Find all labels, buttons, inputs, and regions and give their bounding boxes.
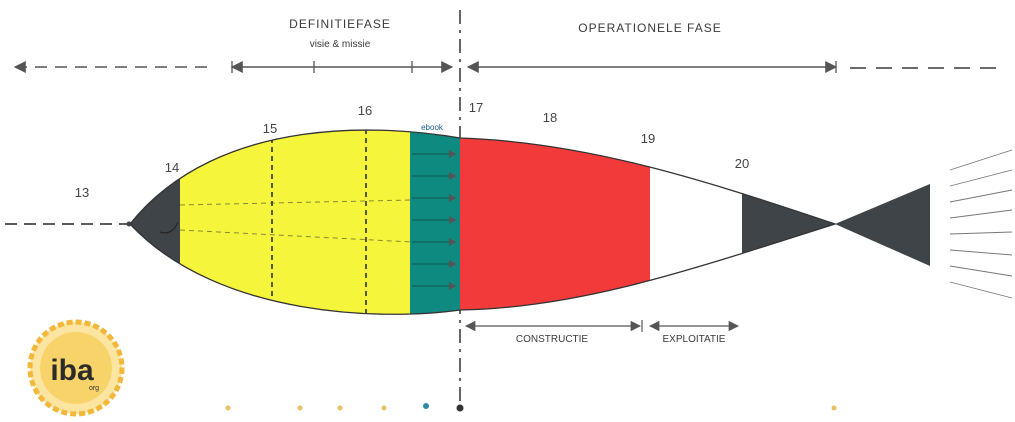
segment-label-13: 13 [75,185,89,200]
phase-left-label: DEFINITIEFASE [289,17,391,31]
phase-left-sublabel: visie & missie [310,39,371,50]
bottom-dot [381,405,387,411]
segment-head [130,130,180,315]
exploitation-label: EXPLOITATIE [663,334,726,345]
bottom-dot [225,405,231,411]
bottom-dot-teal [423,403,429,409]
segment-label-15: 15 [263,121,277,136]
segment-label-16: 16 [358,103,372,118]
tail-fin [835,184,930,266]
logo-subtext: org [89,385,99,392]
segment-label-17: 17 [469,100,483,115]
teal-arrow-group [412,150,457,290]
segment-label-14: 14 [165,160,179,175]
yellow-dash-line [179,199,413,206]
construction-label: CONSTRUCTIE [516,334,589,345]
yellow-dash-line [179,229,413,243]
fish-mouth [159,221,179,234]
teal-band-label: ebook [421,123,444,132]
segment-label-19: 19 [641,131,655,146]
bottom-dot [297,405,303,411]
tail-rays [949,149,1013,299]
segment-tail-end [742,130,835,315]
segment-white [650,130,742,315]
divider-endpoint [456,404,464,412]
segment-label-18: 18 [543,110,557,125]
segment-red [460,130,650,315]
segment-label-20: 20 [735,156,749,171]
phase-right-label: OPERATIONELE FASE [578,21,721,35]
logo-text: iba [50,354,94,387]
bottom-dot [337,405,343,411]
iba-logo: iba org [27,319,125,417]
fish-body [130,130,835,315]
logo-inner [40,332,112,404]
bottom-dot [831,405,837,411]
